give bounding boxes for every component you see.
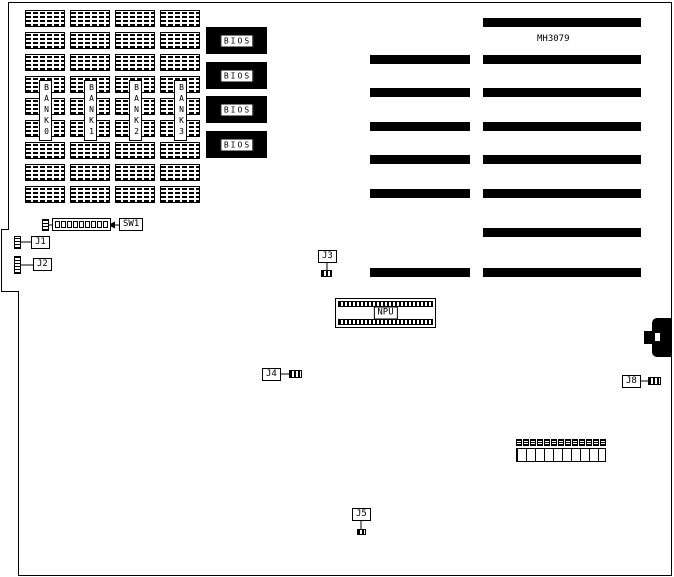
ram-chip-bank3-row8 bbox=[160, 186, 200, 203]
bios-chip-4-label: BIOS bbox=[219, 138, 254, 151]
sw1-position-8 bbox=[97, 221, 102, 228]
expansion-slot-5-long-segment bbox=[483, 155, 641, 164]
ram-chip-bank0-row6 bbox=[25, 142, 65, 159]
pin-header-row bbox=[516, 439, 606, 446]
j3-label: J3 bbox=[318, 250, 337, 263]
ram-chip-bank2-row0 bbox=[115, 10, 155, 27]
ram-chip-bank2-row2 bbox=[115, 54, 155, 71]
expansion-slot-2-long-segment bbox=[483, 55, 641, 64]
bios-chip-1: BIOS bbox=[206, 27, 267, 54]
ram-bank-2-label: BANK2 bbox=[129, 80, 142, 141]
ram-chip-bank0-row2 bbox=[25, 54, 65, 71]
header-pin-7 bbox=[558, 439, 564, 446]
ram-chip-bank3-row1 bbox=[160, 32, 200, 49]
header-pin-4 bbox=[537, 439, 543, 446]
bios-chip-4: BIOS bbox=[206, 131, 267, 158]
ram-chip-bank2-row8 bbox=[115, 186, 155, 203]
header-pin-5 bbox=[544, 439, 550, 446]
header-pin-1 bbox=[516, 439, 522, 446]
sw1-connector-stub bbox=[42, 219, 49, 231]
board-model-label: MH3079 bbox=[537, 34, 570, 44]
expansion-slot-6-long-segment bbox=[483, 189, 641, 198]
ram-bank-1-label: BANK1 bbox=[84, 80, 97, 141]
ram-chip-bank1-row1 bbox=[70, 32, 110, 49]
header-pin-11 bbox=[586, 439, 592, 446]
j5-connector bbox=[357, 529, 366, 535]
keyboard-connector-pin bbox=[644, 331, 653, 344]
sw1-position-7 bbox=[91, 221, 96, 228]
expansion-slot-4-short-segment bbox=[370, 122, 470, 131]
header-pin-12 bbox=[593, 439, 599, 446]
expansion-slot-7-long-segment bbox=[483, 228, 641, 237]
expansion-slot-4-long-segment bbox=[483, 122, 641, 131]
j4-label: J4 bbox=[262, 368, 281, 381]
sw1-position-6 bbox=[85, 221, 90, 228]
ram-chip-bank1-row0 bbox=[70, 10, 110, 27]
ram-chip-bank0-row0 bbox=[25, 10, 65, 27]
keyboard-connector-notch bbox=[655, 333, 660, 341]
header-pin-8 bbox=[565, 439, 571, 446]
npu-pin-row-bottom bbox=[338, 319, 433, 325]
header-pin-9 bbox=[572, 439, 578, 446]
pin-header-body bbox=[516, 448, 606, 462]
sw1-position-3 bbox=[67, 221, 72, 228]
expansion-slot-3-short-segment bbox=[370, 88, 470, 97]
ram-chip-bank0-row7 bbox=[25, 164, 65, 181]
ram-chip-bank3-row6 bbox=[160, 142, 200, 159]
ram-chip-bank0-row1 bbox=[25, 32, 65, 49]
sw1-label: SW1 bbox=[119, 218, 144, 231]
expansion-slot-8-short-segment bbox=[370, 268, 470, 277]
j1-connector bbox=[14, 236, 21, 249]
expansion-slot-2-short-segment bbox=[370, 55, 470, 64]
ram-chip-bank1-row6 bbox=[70, 142, 110, 159]
j4-connector bbox=[289, 370, 302, 378]
sw1-position-5 bbox=[79, 221, 84, 228]
sw1-position-2 bbox=[61, 221, 66, 228]
expansion-slot-5-short-segment bbox=[370, 155, 470, 164]
ram-chip-bank1-row2 bbox=[70, 54, 110, 71]
ram-chip-bank2-row7 bbox=[115, 164, 155, 181]
expansion-slot-8-long-segment bbox=[483, 268, 641, 277]
ram-chip-bank2-row6 bbox=[115, 142, 155, 159]
ram-chip-bank3-row7 bbox=[160, 164, 200, 181]
ram-chip-bank3-row2 bbox=[160, 54, 200, 71]
expansion-slot-6-short-segment bbox=[370, 189, 470, 198]
header-pin-6 bbox=[551, 439, 557, 446]
sw1-arrow-icon bbox=[108, 221, 115, 229]
header-pin-2 bbox=[523, 439, 529, 446]
ram-chip-bank0-row8 bbox=[25, 186, 65, 203]
keyboard-connector bbox=[652, 318, 672, 357]
npu-socket: NPU bbox=[335, 298, 436, 328]
header-pin-3 bbox=[530, 439, 536, 446]
sw1-position-1 bbox=[55, 221, 60, 228]
ram-bank-0-label: BANK0 bbox=[39, 80, 52, 141]
bios-chip-2: BIOS bbox=[206, 62, 267, 89]
j8-label: J8 bbox=[622, 375, 641, 388]
ram-chip-bank1-row8 bbox=[70, 186, 110, 203]
bios-chip-3-label: BIOS bbox=[219, 103, 254, 116]
ram-chip-bank3-row0 bbox=[160, 10, 200, 27]
sw1-position-9 bbox=[103, 221, 108, 228]
j2-label: J2 bbox=[33, 258, 52, 271]
ram-chip-bank2-row1 bbox=[115, 32, 155, 49]
sw1-position-4 bbox=[73, 221, 78, 228]
ram-chip-bank1-row7 bbox=[70, 164, 110, 181]
j1-label: J1 bbox=[31, 236, 50, 249]
bios-chip-1-label: BIOS bbox=[219, 34, 254, 47]
sw1-dip-switch bbox=[52, 218, 111, 231]
j2-connector bbox=[14, 256, 21, 274]
header-pin-13 bbox=[600, 439, 606, 446]
j3-connector bbox=[321, 270, 332, 277]
header-pin-10 bbox=[579, 439, 585, 446]
expansion-slot-3-long-segment bbox=[483, 88, 641, 97]
bios-chip-3: BIOS bbox=[206, 96, 267, 123]
j5-label: J5 bbox=[352, 508, 371, 521]
npu-label: NPU bbox=[373, 306, 398, 320]
bios-chip-2-label: BIOS bbox=[219, 69, 254, 82]
expansion-slot-1-long-segment bbox=[483, 18, 641, 27]
ram-bank-3-label: BANK3 bbox=[174, 80, 187, 141]
j8-connector bbox=[648, 377, 661, 385]
